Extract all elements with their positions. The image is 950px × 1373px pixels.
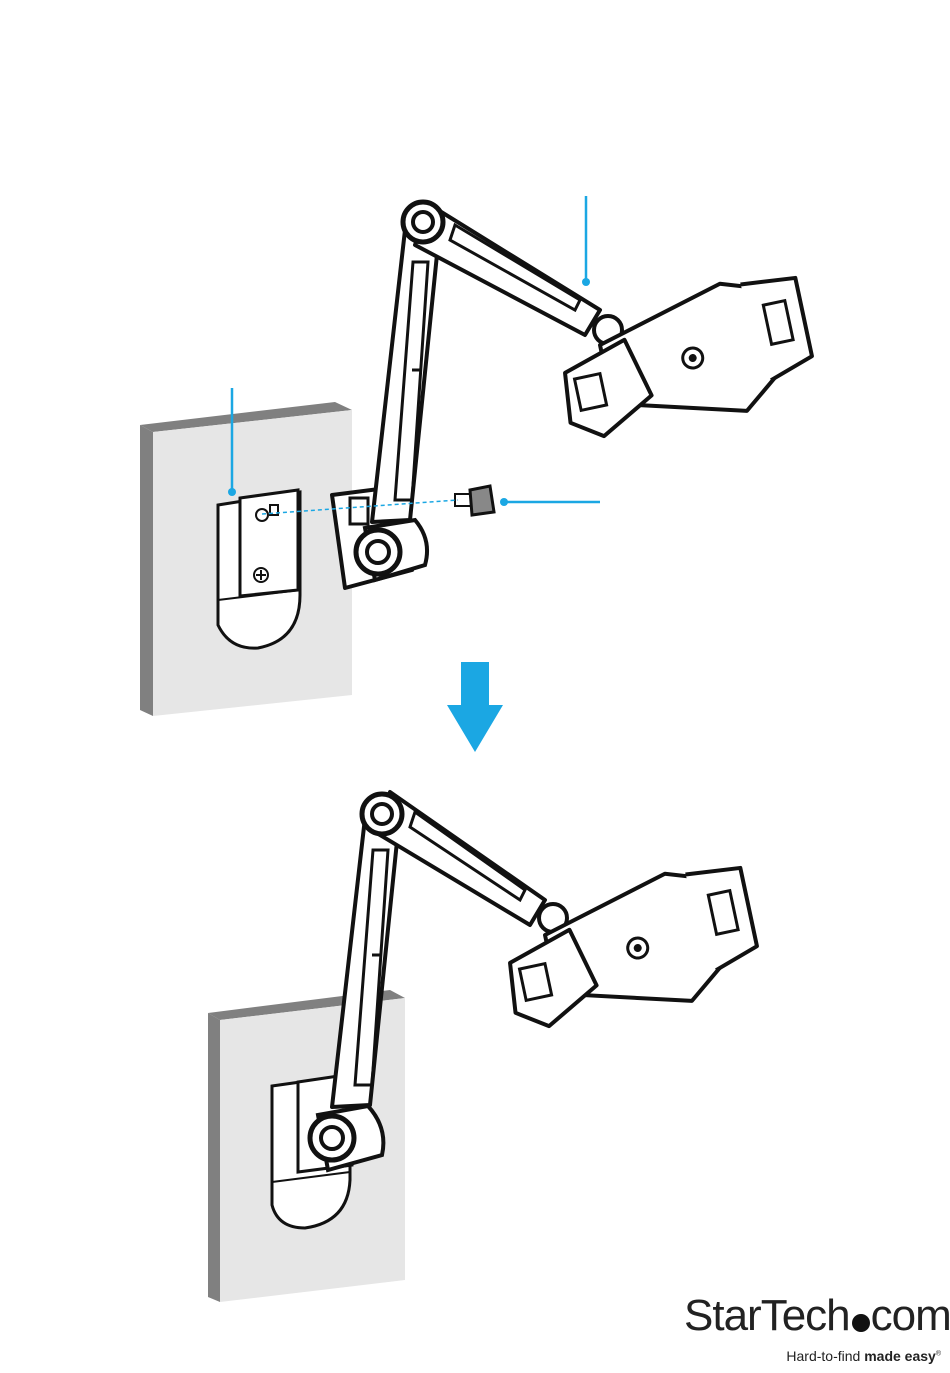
brand-wordmark-left: StarTech [684, 1291, 850, 1340]
arm-assembly-bottom [272, 792, 765, 1228]
brand-wordmark-right: com [871, 1291, 950, 1340]
brand-wordmark: StarTech com [684, 1290, 950, 1342]
arm-assembly-top [332, 202, 820, 588]
registered-mark: ® [936, 1350, 941, 1357]
down-arrow-icon [447, 662, 503, 752]
callout-screw [500, 498, 600, 506]
thumb-screw [455, 486, 494, 515]
callout-arm [582, 196, 590, 286]
tagline-bold: made easy [864, 1348, 936, 1364]
brand-tagline: Hard-to-find made easy® [786, 1348, 941, 1364]
wall-bracket [218, 490, 300, 648]
tagline-regular: Hard-to-find [786, 1348, 860, 1364]
brand-dot-icon [852, 1314, 870, 1332]
